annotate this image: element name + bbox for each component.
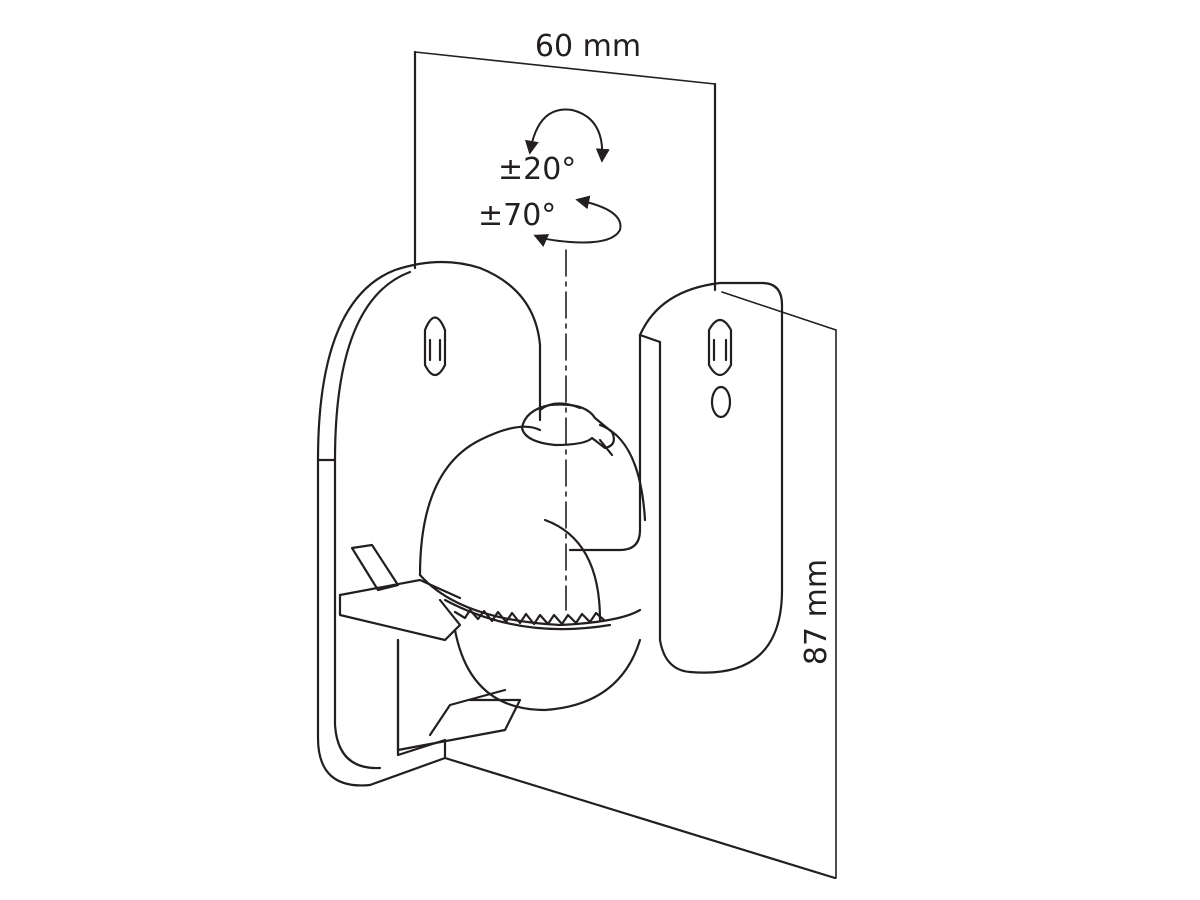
speaker-bracket-arm	[338, 543, 522, 752]
right-wall-plate	[568, 281, 784, 674]
wall-plane	[413, 50, 837, 880]
width-label: 60 mm	[535, 29, 641, 64]
height-label: 87 mm	[799, 559, 834, 665]
top-screw	[520, 402, 615, 457]
tilt-label: ±20°	[498, 152, 576, 187]
left-wall-plate	[316, 260, 542, 787]
swivel-label: ±70°	[478, 198, 556, 233]
ball-joint	[418, 423, 647, 712]
swivel-arrow	[533, 195, 622, 247]
height-dimension-line	[721, 291, 837, 879]
tilt-arrow	[524, 108, 610, 163]
width-dimension-line	[414, 51, 716, 85]
